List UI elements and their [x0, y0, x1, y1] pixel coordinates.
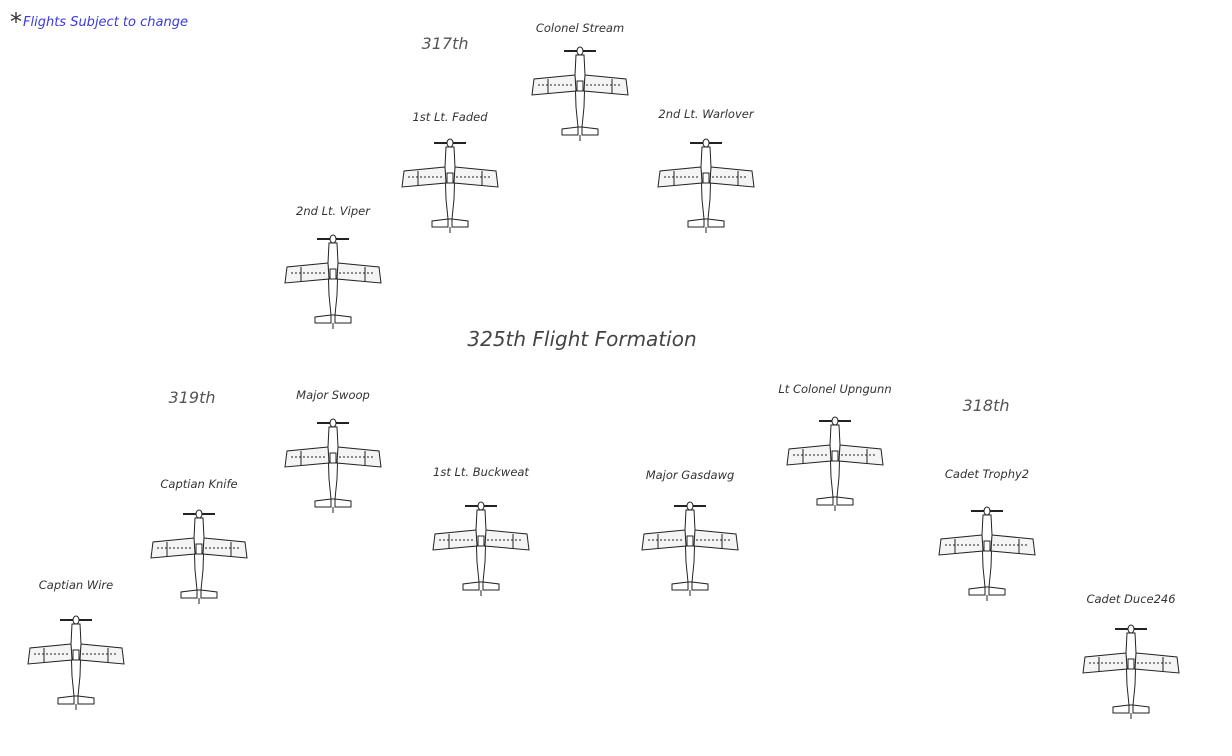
group-label-317th: 317th: [421, 34, 469, 53]
formation-title: 325th Flight Formation: [467, 327, 697, 351]
pilot-name: Cadet Duce246: [1086, 592, 1176, 606]
airplane-icon: [27, 615, 125, 711]
airplane-icon: [284, 418, 382, 514]
airplane-icon: [1082, 624, 1180, 720]
pilot-name: Major Gasdawg: [645, 468, 735, 482]
note-text: Flights Subject to change: [23, 15, 188, 30]
pilot-name: 1st Lt. Faded: [412, 110, 488, 124]
group-label-319th: 319th: [168, 388, 216, 407]
pilot-name: Captian Wire: [38, 578, 114, 592]
pilot-name: Cadet Trophy2: [944, 467, 1030, 481]
group-label-318th: 318th: [962, 396, 1010, 415]
airplane-icon: [531, 46, 629, 142]
airplane-icon: [150, 509, 248, 605]
pilot-name: 1st Lt. Buckweat: [433, 465, 529, 479]
pilot-name: Lt Colonel Upngunn: [778, 382, 892, 396]
airplane-icon: [786, 416, 884, 512]
asterisk-icon: *: [10, 8, 22, 36]
pilot-name: Colonel Stream: [535, 21, 625, 35]
pilot-name: 2nd Lt. Warlover: [658, 107, 754, 121]
airplane-icon: [938, 506, 1036, 602]
schedule-note: *Flights Subject to change: [10, 8, 188, 36]
pilot-name: Captian Knife: [160, 477, 238, 491]
pilot-name: Major Swoop: [296, 388, 370, 402]
airplane-icon: [284, 234, 382, 330]
airplane-icon: [641, 501, 739, 597]
airplane-icon: [657, 138, 755, 234]
airplane-icon: [401, 138, 499, 234]
airplane-icon: [432, 501, 530, 597]
pilot-name: 2nd Lt. Viper: [296, 204, 370, 218]
